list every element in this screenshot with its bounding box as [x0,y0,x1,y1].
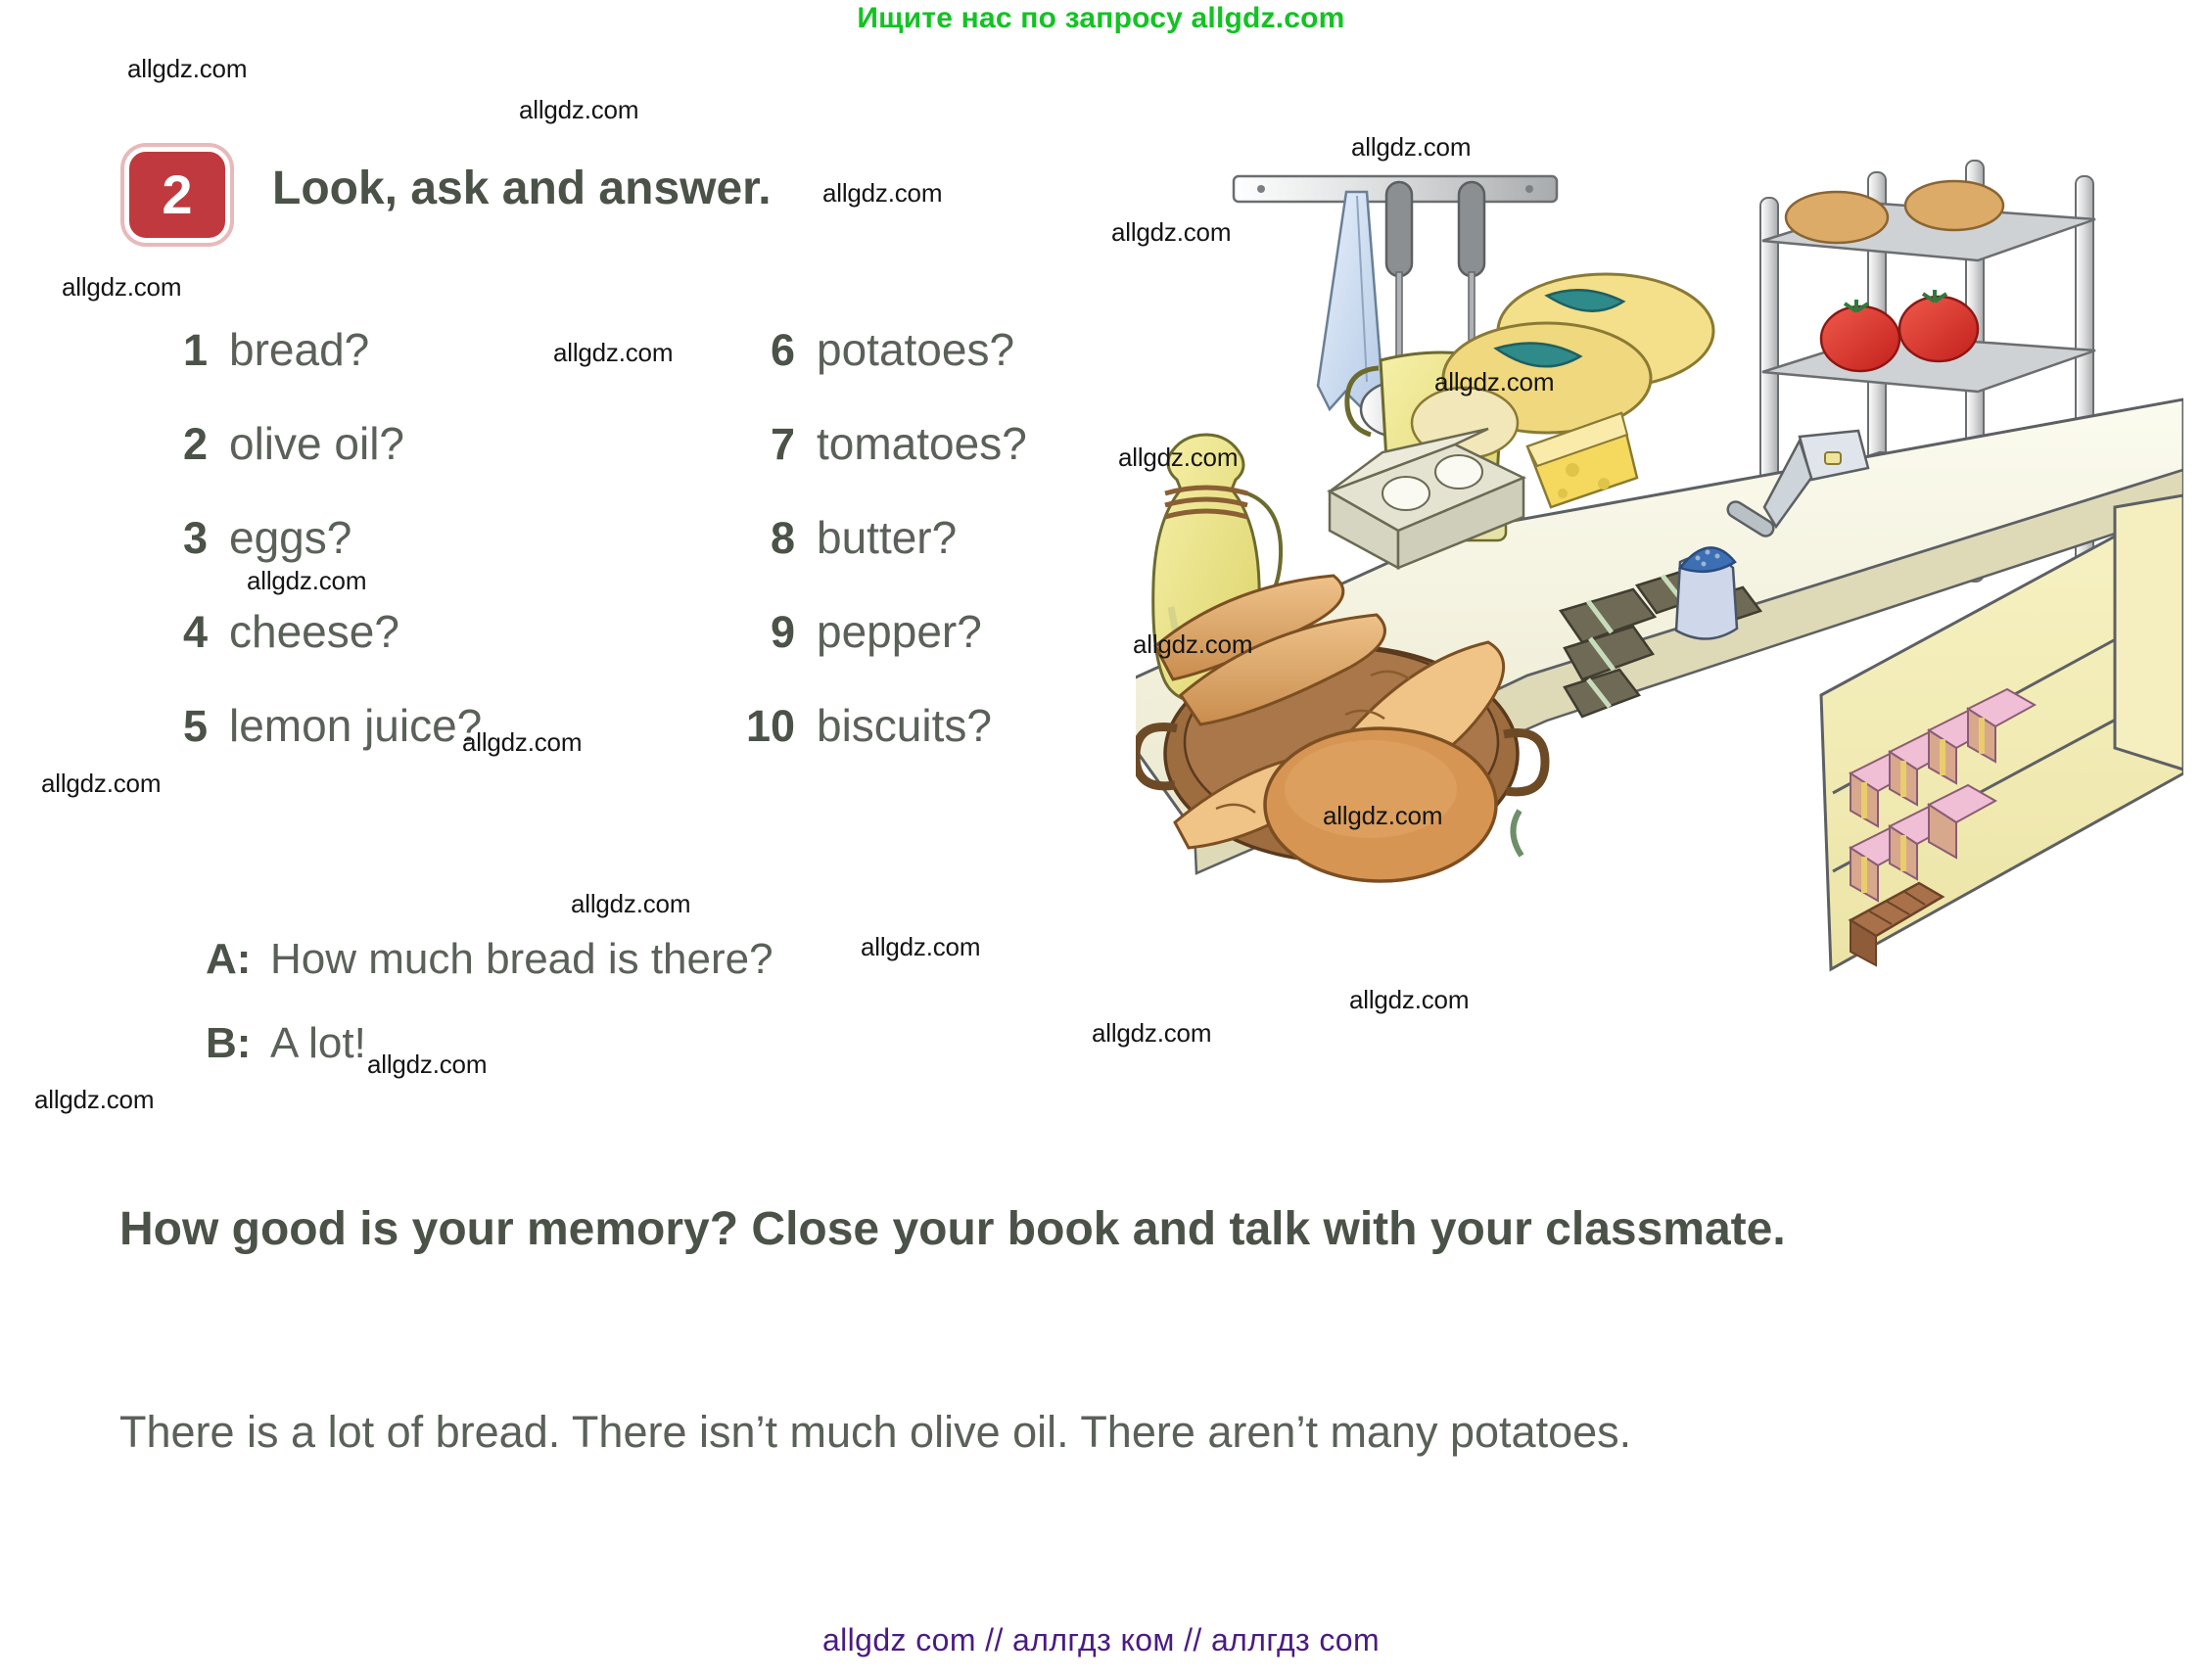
item-label: pepper? [817,606,982,657]
footer-watermark: allgdz com // аллгдз ком // аллгдз com [821,1622,1381,1657]
item-number: 4 [182,607,208,657]
watermark: allgdz.com [367,1050,488,1079]
item-label: tomatoes? [817,418,1027,469]
cabinet-door [2113,493,2183,771]
watermark: allgdz.com [1133,630,1253,659]
dialogue-text: A lot! [270,1019,366,1067]
item-number: 6 [770,325,795,375]
watermark: allgdz.com [34,1085,155,1114]
egg [1382,476,1430,511]
knife [1726,429,1870,537]
items-column-left: 1 bread? 2 olive oil? 3 eggs? 4 cheese? … [147,323,482,793]
watermark: allgdz.com [247,566,367,595]
biscuit-roll [1848,881,1945,967]
list-item: 10 biscuits? [734,699,1027,793]
watermark: allgdz.com [1351,132,1472,162]
bread-basket [1136,574,1550,883]
memory-prompt: How good is your memory? Close your book… [119,1203,1786,1255]
basket-handle [1503,728,1550,797]
watermark: allgdz.com [519,95,639,124]
watermark: allgdz.com [861,932,981,961]
pitcher-handle [1344,365,1380,438]
tomato [1819,304,1901,373]
dialogue-line: A: How much bread is there? [206,935,773,1019]
watermark: allgdz.com [1349,985,1470,1014]
item-label: olive oil? [229,418,404,469]
list-item: 4 cheese? [147,605,482,699]
bread-loaf-shelf [1784,190,1890,245]
item-number: 2 [182,419,208,469]
item-label: biscuits? [817,700,992,751]
watermark: allgdz.com [462,727,583,757]
dialogue-text: How much bread is there? [270,935,773,983]
dialogue-speaker: B: [206,1019,252,1067]
sample-dialogue: A: How much bread is there? B: A lot! [206,935,773,1103]
cabinet [1510,493,2183,972]
watermark: allgdz.com [1111,217,1232,247]
kitchen-food-illustration [1136,147,2183,1008]
cheese-wedge [1525,411,1639,509]
watermark: allgdz.com [571,889,691,918]
butter-curl [1824,451,1842,465]
list-item: 2 olive oil? [147,417,482,511]
item-label: cheese? [229,606,399,657]
watermark: allgdz.com [1323,801,1443,830]
example-sentences: There is a lot of bread. There isn’t muc… [119,1407,1632,1457]
basket-handle [1136,723,1178,791]
knife-handle [1726,500,1775,537]
bread-loaf-shelf [1903,179,2005,232]
item-number: 3 [182,513,208,563]
item-label: potatoes? [817,324,1015,375]
egg [1434,454,1483,490]
dialogue-line: B: A lot! [206,1019,773,1103]
promo-banner: Ищите нас по запросу allgdz.com [857,2,1345,34]
jug-cord [1164,485,1248,520]
watermark: allgdz.com [41,769,162,798]
watermark: allgdz.com [822,178,943,208]
list-item: 6 potatoes? [734,323,1027,417]
watermark: allgdz.com [127,54,248,83]
egg-carton [1327,427,1527,571]
watermark: allgdz.com [1092,1018,1212,1048]
items-column-right: 6 potatoes? 7 tomatoes? 8 butter? 9 pepp… [734,323,1027,793]
pepper-shaker [1674,546,1739,640]
item-label: eggs? [229,512,352,563]
cheese-wrapper [1544,288,1626,312]
cabinet-handle [1510,809,1524,858]
cheese-group [1410,272,1715,509]
list-item: 8 butter? [734,511,1027,605]
watermark: allgdz.com [1118,443,1239,472]
item-number: 10 [745,701,795,751]
list-item: 1 bread? [147,323,482,417]
shaker-cap [1677,546,1737,574]
list-item: 9 pepper? [734,605,1027,699]
item-number: 8 [770,513,795,563]
item-label: bread? [229,324,370,375]
list-item: 7 tomatoes? [734,417,1027,511]
tomato [1897,295,1980,363]
item-number: 7 [770,419,795,469]
list-item: 3 eggs? [147,511,482,605]
exercise-title: Look, ask and answer. [272,163,772,214]
watermark: allgdz.com [553,338,674,367]
item-number: 1 [182,325,208,375]
list-item: 5 lemon juice? [147,699,482,793]
exercise-number-badge: 2 [124,147,230,243]
item-label: butter? [817,512,958,563]
hanging-towel [1316,190,1384,412]
item-number: 5 [182,701,208,751]
item-label: lemon juice? [229,700,483,751]
watermark: allgdz.com [62,272,182,302]
watermark: allgdz.com [1434,367,1555,397]
biscuit-boxes [1848,687,2038,967]
item-number: 9 [770,607,795,657]
dialogue-speaker: A: [206,935,252,983]
